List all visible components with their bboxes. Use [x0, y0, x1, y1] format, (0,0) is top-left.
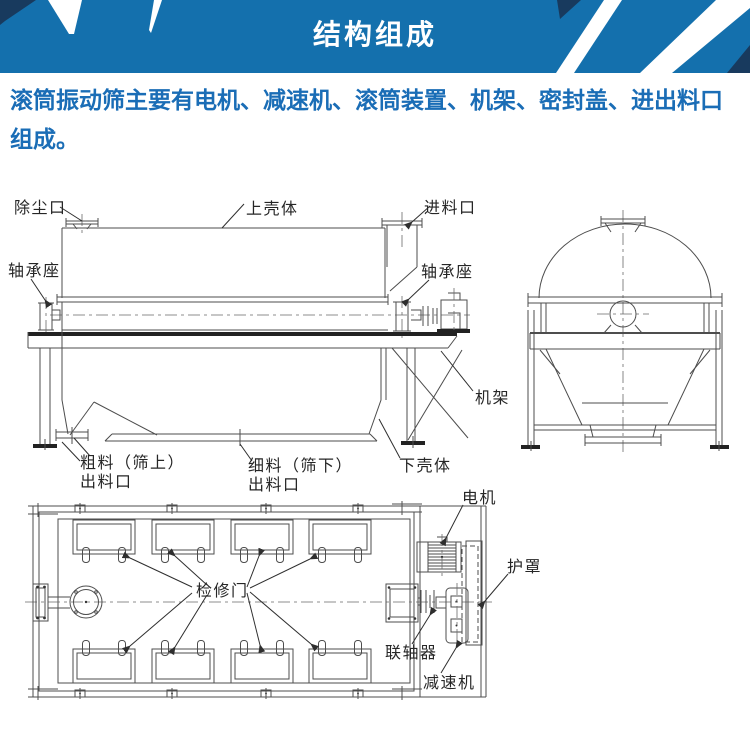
page-title: 结构组成 — [312, 18, 437, 51]
platform-frame — [27, 332, 458, 349]
motor-top — [416, 534, 462, 579]
inspection-doors — [72, 519, 372, 684]
end-flange-and-shaft — [32, 583, 103, 622]
top-port — [600, 216, 646, 233]
support-legs — [33, 347, 469, 450]
white-stripe-left-2 — [149, 0, 162, 33]
label-coarse-outlet-1: 粗料（筛上） — [80, 453, 185, 472]
end-hopper — [545, 348, 705, 446]
drum-rail — [56, 294, 389, 331]
label-guard: 护罩 — [507, 557, 542, 576]
navy-corner-bottom-right — [727, 45, 750, 73]
tank-body — [27, 500, 423, 701]
top-view-leaders — [121, 504, 509, 674]
label-bearing-seat-right: 轴承座 — [421, 262, 474, 281]
header-decor-stripes — [0, 0, 750, 73]
lower-shell — [55, 302, 387, 446]
label-lower-shell: 下壳体 — [399, 456, 452, 475]
header-band: 结构组成 — [0, 0, 750, 73]
label-dust-port: 除尘口 — [14, 198, 67, 217]
label-bearing-seat-left: 轴承座 — [8, 261, 61, 280]
label-inspection-door: 检修门 — [196, 581, 249, 600]
navy-wedge-top-right — [557, 0, 581, 19]
white-stripe-right-2 — [640, 0, 750, 73]
label-motor: 电机 — [462, 488, 497, 507]
label-reducer: 减速机 — [423, 673, 476, 692]
white-stripe-right-1 — [556, 0, 622, 73]
white-stripe-left-1 — [48, 0, 82, 34]
dome-arc — [538, 223, 712, 299]
guard-top — [461, 540, 483, 646]
label-feed-inlet: 进料口 — [424, 198, 477, 217]
dome-base-rail — [527, 293, 723, 332]
label-coupling: 联轴器 — [385, 643, 438, 662]
side-view-leaders — [30, 203, 474, 462]
upper-shell-outline — [61, 227, 386, 298]
side-view: 除尘口 上壳体 进料口 轴承座 轴承座 机架 下壳体 粗料（筛上） 出料口 细料… — [8, 198, 510, 494]
drive-section — [385, 505, 487, 698]
coupling-top — [418, 590, 447, 613]
dust-port — [65, 214, 99, 233]
intro-paragraph: 滚筒振动筛主要有电机、减速机、滚筒装置、机架、密封盖、进出料口组成。 — [10, 88, 723, 153]
navy-corner-top-left — [0, 0, 36, 25]
label-frame: 机架 — [475, 388, 510, 407]
label-fine-outlet-1: 细料（筛下） — [248, 456, 353, 475]
label-upper-shell: 上壳体 — [246, 199, 299, 218]
top-view: 电机 护罩 检修门 联轴器 减速机 — [25, 488, 542, 701]
label-coarse-outlet-2: 出料口 — [80, 472, 133, 491]
drive-assembly-side — [393, 288, 470, 338]
end-view — [521, 210, 729, 452]
label-fine-outlet-2: 出料口 — [248, 475, 301, 494]
feed-chute — [381, 212, 423, 292]
reducer-top — [445, 583, 469, 650]
end-frame-band — [529, 332, 721, 375]
end-legs — [521, 310, 729, 451]
